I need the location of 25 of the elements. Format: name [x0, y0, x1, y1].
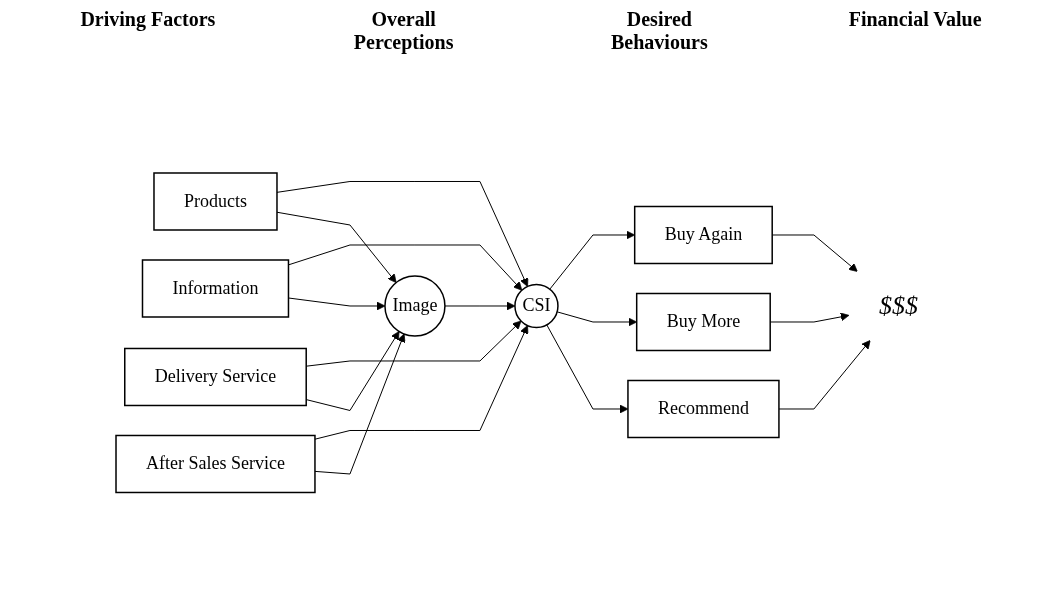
- node-box: Products: [152, 172, 278, 231]
- arrow: [276, 212, 397, 284]
- column-heading: Overall Perceptions: [352, 8, 455, 56]
- node-box: Delivery Service: [123, 348, 307, 407]
- arrow: [276, 181, 528, 288]
- node-box: Information: [141, 259, 289, 318]
- arrow: [548, 230, 635, 290]
- arrow: [556, 311, 637, 327]
- node-box: After Sales Service: [114, 435, 316, 494]
- arrow: [314, 325, 528, 440]
- node-text: $$$: [878, 291, 918, 321]
- column-heading: Desired Behaviours: [610, 8, 709, 55]
- arrow: [771, 234, 858, 273]
- arrow: [769, 312, 849, 323]
- node-box: Buy Again: [633, 206, 773, 265]
- column-heading: Financial Value: [847, 8, 983, 32]
- arrow: [305, 320, 521, 367]
- column-heading: Driving Factors: [79, 8, 217, 33]
- arrow: [305, 331, 400, 412]
- node-circle: Image: [383, 275, 446, 337]
- arrow: [314, 333, 405, 475]
- arrow: [545, 324, 628, 414]
- node-box: Buy More: [635, 293, 771, 352]
- node-box: Recommend: [626, 380, 780, 439]
- node-circle: CSI: [513, 284, 559, 329]
